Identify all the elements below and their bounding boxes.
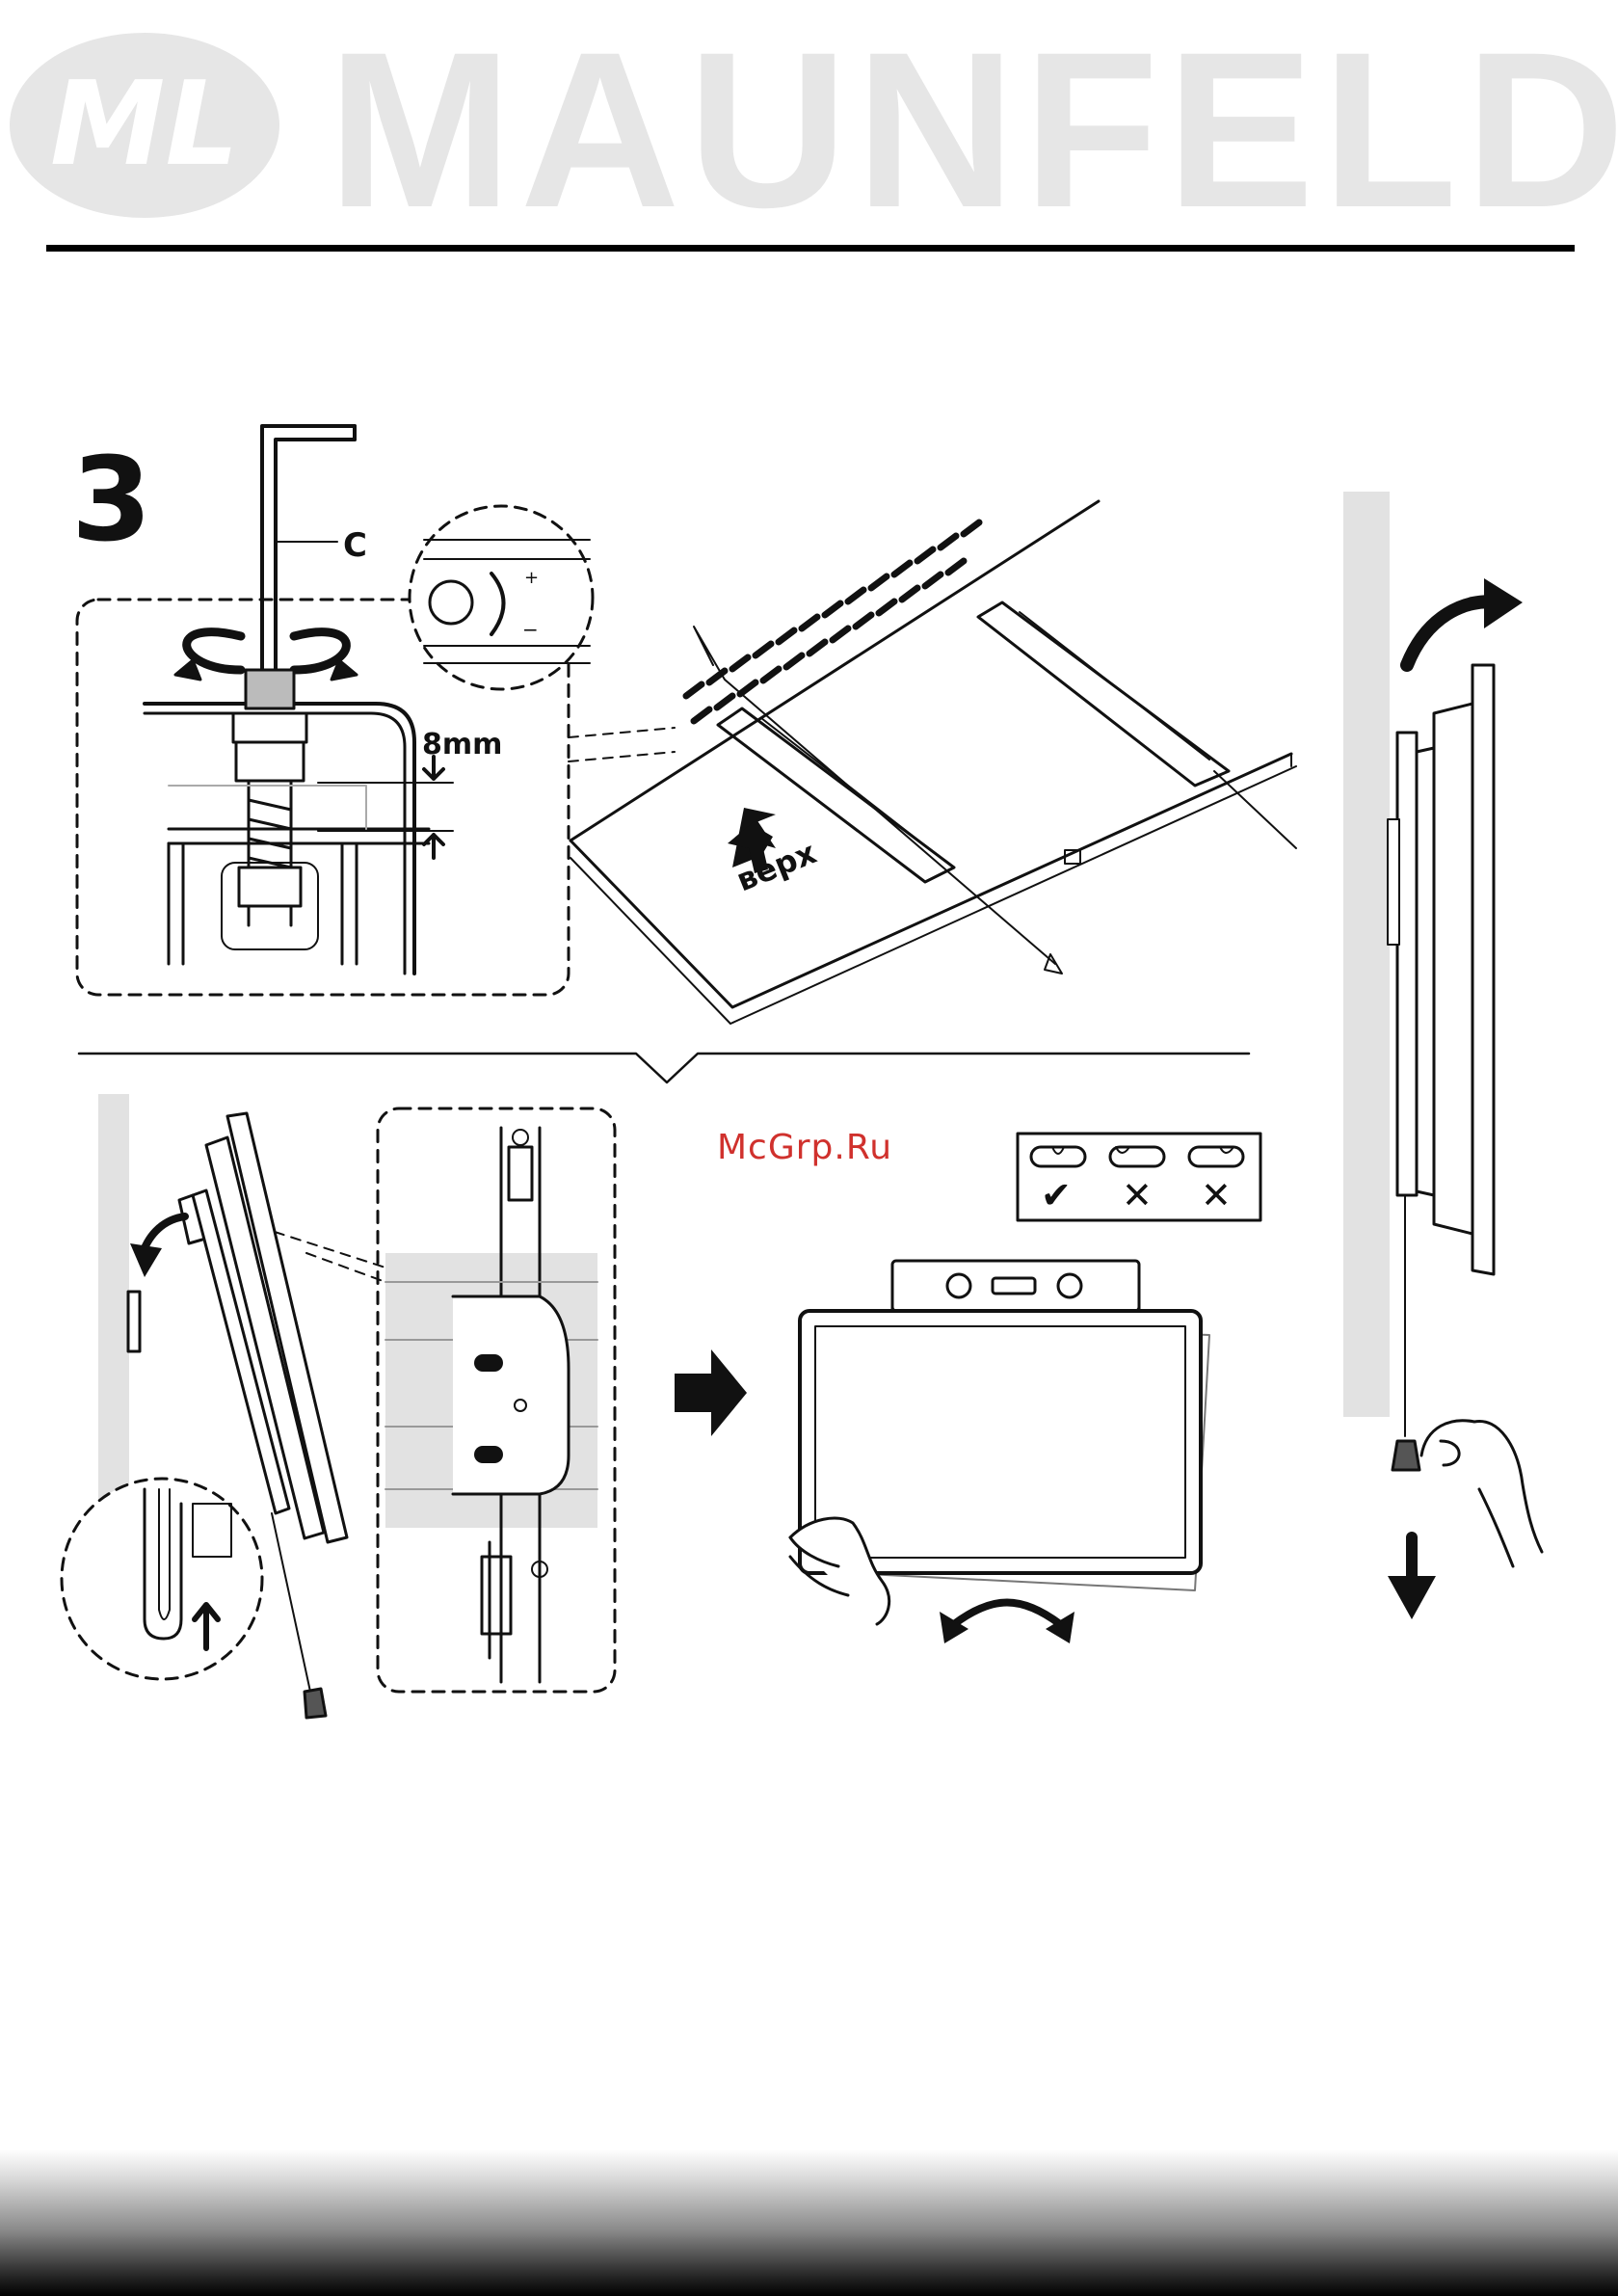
bracket-detail-panel — [378, 1108, 615, 1692]
slot-detail-magnifier: + − — [410, 506, 593, 689]
gap-label: 8mm — [422, 728, 502, 761]
level-mark-correct: ✔ — [1041, 1174, 1072, 1216]
footer-band — [0, 2149, 1618, 2296]
tv-back-panel: верх — [570, 501, 1296, 1024]
tv-hook-on-wall — [62, 1094, 347, 1718]
tv-level-front-view — [790, 1261, 1209, 1643]
section-divider — [79, 1054, 1249, 1082]
tool-letter-label: C — [343, 526, 367, 565]
tv-hanging-side-view — [1343, 492, 1542, 1619]
svg-text:+: + — [524, 568, 539, 588]
watermark: McGrp.Ru — [717, 1128, 892, 1167]
level-mark-wrong-2: ✕ — [1201, 1174, 1232, 1216]
level-check-box: ✔ ✕ ✕ — [1018, 1134, 1260, 1220]
next-step-arrow-icon — [675, 1349, 747, 1436]
level-mark-wrong-1: ✕ — [1122, 1174, 1153, 1216]
svg-text:−: − — [522, 618, 539, 641]
